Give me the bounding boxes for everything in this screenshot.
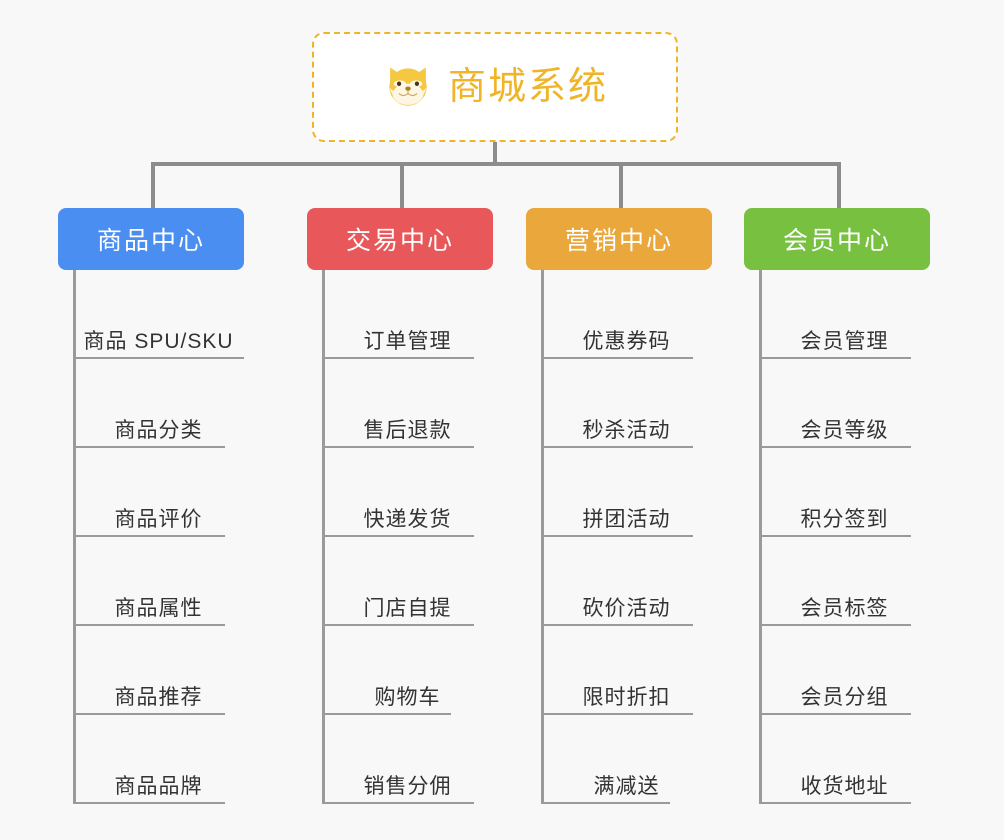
branch-header-trade-center[interactable]: 交易中心 xyxy=(307,208,493,270)
connector-drop-2 xyxy=(400,162,404,208)
leaf-label: 会员分组 xyxy=(800,685,889,709)
list-item[interactable]: 会员分组 xyxy=(759,626,930,715)
leaf-label: 门店自提 xyxy=(363,596,452,620)
list-item[interactable]: 优惠券码 xyxy=(541,270,712,359)
leaf-label: 满减送 xyxy=(593,774,660,798)
connector-stem xyxy=(493,142,497,164)
connector-drop-3 xyxy=(619,162,623,208)
list-item[interactable]: 商品分类 xyxy=(73,359,244,448)
branch-marketing-center: 营销中心 优惠券码 秒杀活动 拼团活动 砍价活动 限时折扣 满减送 xyxy=(526,208,712,804)
leaf-label: 购物车 xyxy=(374,685,441,709)
leaf-label: 商品属性 xyxy=(114,596,203,620)
list-item[interactable]: 购物车 xyxy=(322,626,493,715)
list-item[interactable]: 快递发货 xyxy=(322,448,493,537)
list-item[interactable]: 商品评价 xyxy=(73,448,244,537)
leaf-label: 砍价活动 xyxy=(582,596,671,620)
leaf-label: 会员等级 xyxy=(800,418,889,442)
leaf-list-trade-center: 订单管理 售后退款 快递发货 门店自提 购物车 销售分佣 xyxy=(322,270,493,804)
list-item[interactable]: 会员标签 xyxy=(759,537,930,626)
list-item[interactable]: 积分签到 xyxy=(759,448,930,537)
leaf-label: 商品品牌 xyxy=(114,774,203,798)
leaf-label: 收货地址 xyxy=(800,774,889,798)
list-item[interactable]: 满减送 xyxy=(541,715,712,804)
leaf-label: 秒杀活动 xyxy=(582,418,671,442)
leaf-list-marketing-center: 优惠券码 秒杀活动 拼团活动 砍价活动 限时折扣 满减送 xyxy=(541,270,712,804)
branch-spine xyxy=(73,270,76,804)
leaf-label: 会员标签 xyxy=(800,596,889,620)
branch-spine xyxy=(322,270,325,804)
branch-member-center: 会员中心 会员管理 会员等级 积分签到 会员标签 会员分组 收货地址 xyxy=(744,208,930,804)
root-node[interactable]: 商城系统 xyxy=(312,32,678,142)
leaf-label: 限时折扣 xyxy=(582,685,671,709)
leaf-label: 会员管理 xyxy=(800,329,889,353)
list-item[interactable]: 秒杀活动 xyxy=(541,359,712,448)
list-item[interactable]: 售后退款 xyxy=(322,359,493,448)
list-item[interactable]: 门店自提 xyxy=(322,537,493,626)
list-item[interactable]: 商品品牌 xyxy=(73,715,244,804)
branch-label: 交易中心 xyxy=(345,227,454,255)
list-item[interactable]: 拼团活动 xyxy=(541,448,712,537)
list-item[interactable]: 收货地址 xyxy=(759,715,930,804)
leaf-label: 积分签到 xyxy=(800,507,889,531)
branch-product-center: 商品中心 商品 SPU/SKU 商品分类 商品评价 商品属性 商品推荐 商品品牌 xyxy=(58,208,244,804)
shiba-dog-face-icon xyxy=(382,61,434,113)
list-item[interactable]: 商品属性 xyxy=(73,537,244,626)
leaf-label: 商品分类 xyxy=(114,418,203,442)
leaf-label: 销售分佣 xyxy=(363,774,452,798)
branch-spine xyxy=(759,270,762,804)
list-item[interactable]: 砍价活动 xyxy=(541,537,712,626)
connector-bus xyxy=(151,162,839,166)
list-item[interactable]: 会员等级 xyxy=(759,359,930,448)
list-item[interactable]: 订单管理 xyxy=(322,270,493,359)
leaf-label: 售后退款 xyxy=(363,418,452,442)
leaf-label: 快递发货 xyxy=(363,507,452,531)
root-label: 商城系统 xyxy=(447,66,608,108)
branch-label: 商品中心 xyxy=(96,227,205,255)
connector-drop-4 xyxy=(837,162,841,208)
list-item[interactable]: 限时折扣 xyxy=(541,626,712,715)
leaf-label: 订单管理 xyxy=(363,329,452,353)
leaf-label: 商品 SPU/SKU xyxy=(83,329,234,353)
branch-header-member-center[interactable]: 会员中心 xyxy=(744,208,930,270)
list-item[interactable]: 会员管理 xyxy=(759,270,930,359)
list-item[interactable]: 商品推荐 xyxy=(73,626,244,715)
branch-header-marketing-center[interactable]: 营销中心 xyxy=(526,208,712,270)
leaf-label: 商品评价 xyxy=(114,507,203,531)
leaf-list-product-center: 商品 SPU/SKU 商品分类 商品评价 商品属性 商品推荐 商品品牌 xyxy=(73,270,244,804)
branch-label: 营销中心 xyxy=(564,227,673,255)
leaf-label: 优惠券码 xyxy=(582,329,671,353)
branch-label: 会员中心 xyxy=(782,227,891,255)
leaf-label: 拼团活动 xyxy=(582,507,671,531)
connector-drop-1 xyxy=(151,162,155,208)
list-item[interactable]: 销售分佣 xyxy=(322,715,493,804)
branch-trade-center: 交易中心 订单管理 售后退款 快递发货 门店自提 购物车 销售分佣 xyxy=(307,208,493,804)
leaf-label: 商品推荐 xyxy=(114,685,203,709)
branch-spine xyxy=(541,270,544,804)
leaf-list-member-center: 会员管理 会员等级 积分签到 会员标签 会员分组 收货地址 xyxy=(759,270,930,804)
list-item[interactable]: 商品 SPU/SKU xyxy=(73,270,244,359)
branch-header-product-center[interactable]: 商品中心 xyxy=(58,208,244,270)
